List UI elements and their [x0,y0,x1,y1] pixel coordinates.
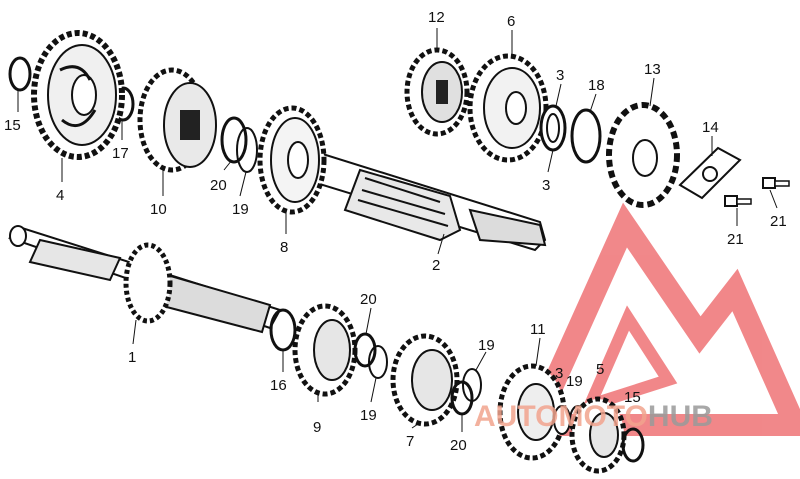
watermark-part-b: HUB [648,400,713,433]
gear-11 [497,363,567,461]
callout-15: 15 [624,389,641,406]
watermark-part-a: AUTOMOTO [474,400,648,433]
washer-18 [570,108,602,164]
callout-19: 19 [232,201,249,218]
circlip-19-lower [368,345,388,379]
callout-4: 4 [56,187,64,204]
callout-3: 3 [542,177,550,194]
gear-8 [257,105,327,215]
callout-12: 12 [428,9,445,26]
callout-9: 9 [313,419,321,436]
washer-15-upper [8,56,32,92]
gear-7 [390,333,460,427]
callout-19: 19 [360,407,377,424]
bushing-3-upper [539,104,567,152]
callout-20: 20 [450,437,467,454]
callout-20: 20 [360,291,377,308]
callout-7: 7 [406,433,414,450]
callout-labels: 15 4 17 10 20 19 8 12 6 3 3 18 13 14 21 … [4,9,787,454]
callout-11: 11 [530,321,546,338]
automotohub-logo [517,202,800,436]
callout-6: 6 [507,13,515,30]
leader-lines [17,28,778,432]
callout-19: 19 [566,373,583,390]
callout-10: 10 [150,201,167,218]
callout-8: 8 [280,239,288,256]
callout-16: 16 [270,377,287,394]
gear-12 [404,47,470,137]
callout-21: 21 [727,231,744,248]
callout-13: 13 [644,61,661,78]
callout-14: 14 [702,119,719,136]
gear-1-integral [123,242,173,324]
callout-17: 17 [112,145,129,162]
gear-10 [137,67,217,173]
callout-3: 3 [556,67,564,84]
washer-20-lower [353,332,377,368]
bolt-21-a [724,195,752,207]
gear-9 [292,303,358,397]
washer-16 [269,308,297,352]
washer-15-lower [621,427,645,463]
washer-20-upper [220,116,248,164]
gear-6 [467,53,549,163]
callout-18: 18 [588,77,605,94]
callout-20: 20 [210,177,227,194]
callout-2: 2 [432,257,440,274]
sprocket-13 [606,102,680,208]
callout-3: 3 [555,365,563,382]
countershaft [299,148,547,252]
callout-21: 21 [770,213,787,230]
watermark-text: AUTOMOTOHUB [474,400,713,433]
bolt-21-b [762,177,790,189]
gear-4 [31,30,125,160]
callout-19: 19 [478,337,495,354]
callout-1: 1 [128,349,136,366]
lock-plate-14 [678,146,742,200]
circlip-19-upper [236,127,258,173]
callout-5: 5 [596,361,604,378]
callout-15: 15 [4,117,21,134]
